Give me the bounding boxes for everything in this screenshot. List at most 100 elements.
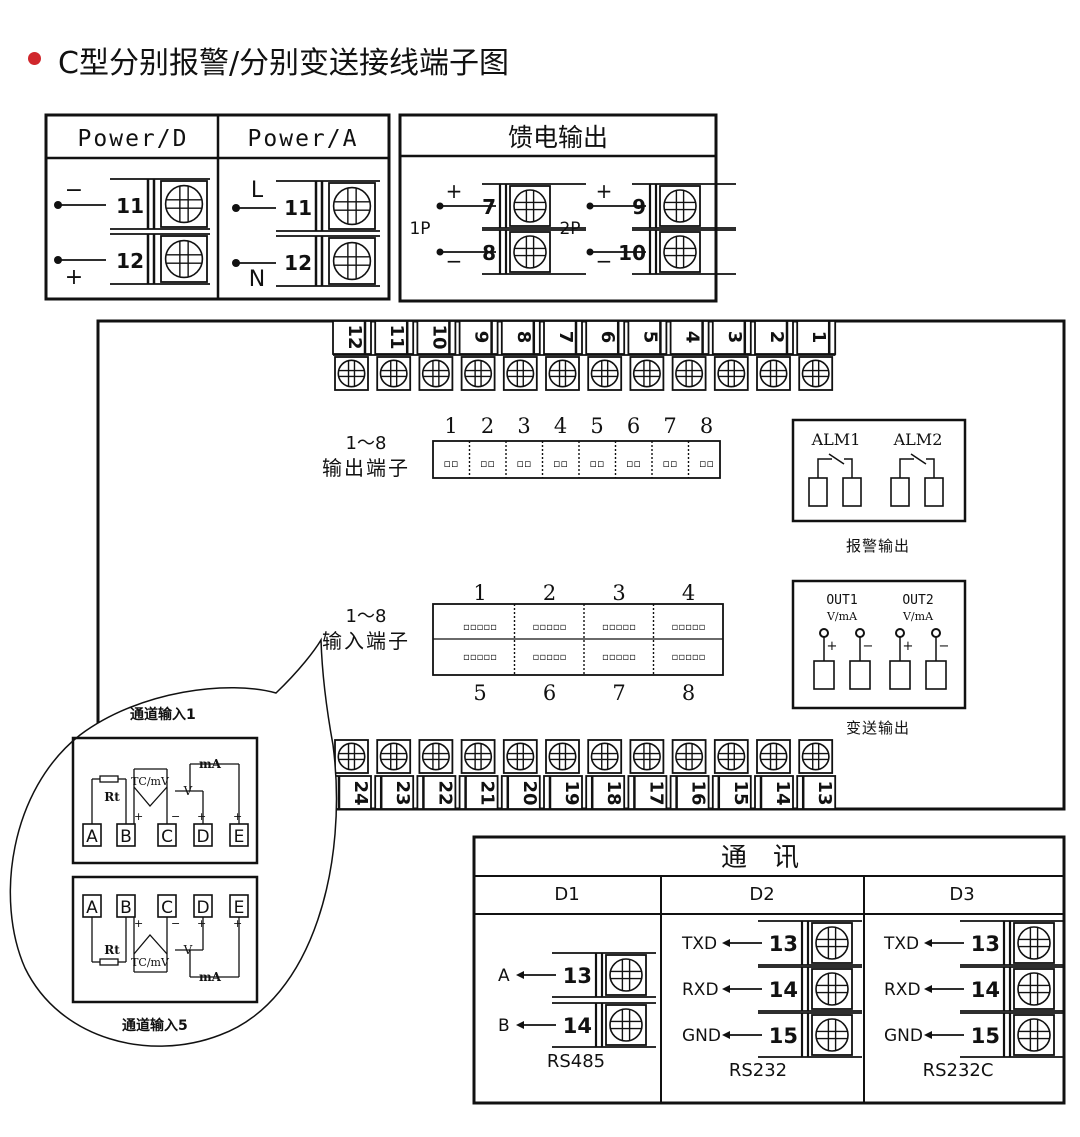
screw-head-icon <box>663 235 697 269</box>
pin-pair-icon: ▫▫ <box>480 457 495 470</box>
terminal-number: 10 <box>618 241 646 265</box>
screw-head-icon <box>801 742 830 771</box>
screw-terminal-icon <box>545 356 580 391</box>
screw-head-icon <box>675 359 704 388</box>
arrow-left-icon <box>924 939 932 947</box>
rt-label: Rt <box>104 790 120 804</box>
tc-wedge-icon <box>133 786 168 807</box>
output-terminal-icon <box>925 660 947 690</box>
arrow-left-icon <box>516 971 524 979</box>
screw-cross-icon <box>514 190 546 222</box>
polarity-plus: + <box>903 639 914 654</box>
transmit-label: OUT2 <box>902 593 933 608</box>
terminal-ring-icon <box>895 628 905 638</box>
transmit-sublabel: V/mA <box>826 610 858 623</box>
screw-cross-icon <box>549 743 576 770</box>
screw-head-icon <box>675 742 704 771</box>
screw-terminal-icon <box>328 237 376 285</box>
alarm-box <box>791 418 967 523</box>
screw-cross-icon <box>718 360 745 387</box>
pin-row-icon: ▫▫▫▫▫ <box>463 652 497 663</box>
screw-cross-icon <box>633 743 661 770</box>
screw-terminal-icon <box>671 356 707 391</box>
screw-terminal-icon <box>160 235 208 283</box>
screw-terminal-icon <box>1013 968 1055 1010</box>
screw-terminal-icon <box>798 356 834 391</box>
screw-cross-icon <box>380 360 407 387</box>
bullet-dot <box>28 52 41 65</box>
top-terminal-number: 3 <box>724 331 745 344</box>
screw-cross-icon <box>816 927 848 959</box>
output-terminal-icon <box>813 660 835 690</box>
pin-row-icon: ▫▫▫▫▫ <box>672 622 706 633</box>
output-terminal-icon <box>889 660 911 690</box>
output-number: 1 <box>444 414 457 438</box>
polarity-plus: + <box>233 810 242 823</box>
screw-terminal-icon <box>328 182 376 230</box>
transmit-caption: 变送输出 <box>846 719 910 737</box>
screw-head-icon <box>632 359 661 388</box>
screw-terminal-icon <box>545 739 580 774</box>
pin-row-icon: ▫▫▫▫▫ <box>602 652 636 663</box>
screw-head-icon <box>759 359 788 388</box>
screw-head-icon <box>379 359 408 388</box>
comm-caption: RS232C <box>923 1060 994 1081</box>
screw-terminal-icon <box>1013 1014 1055 1056</box>
terminal-number: 14 <box>769 978 798 1002</box>
top-terminal-number: 11 <box>386 324 407 349</box>
pin-pair-icon: ▫▫ <box>699 457 714 470</box>
comm-column-name: D2 <box>749 884 774 905</box>
screw-terminal-icon <box>811 968 853 1010</box>
terminal-number: 13 <box>563 964 592 988</box>
polarity-label: + <box>65 265 83 290</box>
feed-box <box>398 113 718 303</box>
screw-cross-icon <box>514 236 546 268</box>
screw-cross-icon <box>338 743 365 770</box>
input-number-top: 3 <box>612 581 625 605</box>
screw-cross-icon <box>464 743 492 770</box>
terminal-number: 12 <box>284 251 312 275</box>
terminal-number: 15 <box>769 1024 798 1048</box>
output-terminal-icon <box>849 660 871 690</box>
screw-cross-icon <box>675 360 703 387</box>
bottom-terminal-number: 14 <box>772 780 793 805</box>
screw-terminal-icon <box>713 739 749 774</box>
screw-head-icon <box>506 742 535 771</box>
screw-cross-icon <box>338 360 365 387</box>
bottom-terminal-number: 24 <box>350 780 371 805</box>
pin-row-icon: ▫▫▫▫▫ <box>602 622 636 633</box>
pin-pair-icon: ▫▫ <box>626 457 641 470</box>
pin-pair-icon: ▫▫ <box>663 457 678 470</box>
v-label: V <box>183 784 193 798</box>
relay-switch-icon <box>899 453 935 478</box>
terminal-ring-icon <box>931 628 941 638</box>
feed-header: 馈电输出 <box>508 123 608 152</box>
output-number: 5 <box>590 414 603 438</box>
output-number: 2 <box>481 414 494 438</box>
screw-head-icon <box>548 742 577 771</box>
screw-head-icon <box>164 184 204 224</box>
terminal-number: 13 <box>769 932 798 956</box>
comm-signal-label: TXD <box>681 934 717 954</box>
output-number: 6 <box>627 414 640 438</box>
screw-head-icon <box>609 1008 643 1042</box>
screw-head-icon <box>759 742 788 771</box>
callout-terminal-letter: B <box>120 827 132 847</box>
screw-terminal-icon <box>659 185 701 227</box>
screw-terminal-icon <box>160 180 208 228</box>
callout-terminal-letter: A <box>86 898 98 918</box>
bottom-terminal-number: 19 <box>561 780 582 805</box>
screw-head-icon <box>164 239 204 279</box>
screw-terminal-icon <box>334 356 369 391</box>
callout-panel <box>71 736 259 865</box>
pin-pair-icon: ▫▫ <box>517 457 532 470</box>
callout-balloon <box>9 637 338 1047</box>
comm-signal-label: TXD <box>883 934 919 954</box>
bottom-terminal-number: 22 <box>434 780 455 805</box>
screw-cross-icon <box>165 240 203 278</box>
screw-head-icon <box>590 742 619 771</box>
bottom-terminal-number: 18 <box>603 780 624 805</box>
screw-terminal-icon <box>376 739 412 774</box>
screw-terminal-icon <box>587 739 623 774</box>
